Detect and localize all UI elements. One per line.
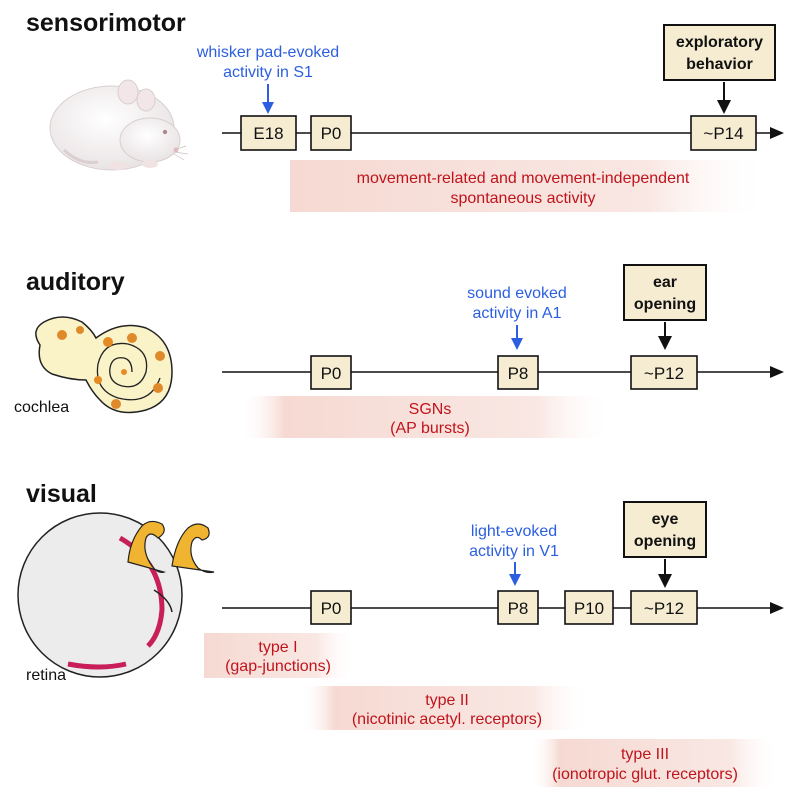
sgns-label-line2: (AP bursts)	[390, 420, 470, 437]
exploratory-behavior-line2: behavior	[686, 56, 753, 73]
ear-opening-arrow	[658, 322, 672, 350]
cochlea-label: cochlea	[14, 399, 69, 416]
eye-opening-arrow	[658, 559, 672, 588]
eye-opening-box: eye opening	[623, 501, 707, 558]
type-iii-band	[530, 739, 780, 787]
mouse-illustration	[49, 79, 189, 171]
timepoint-e18: E18	[240, 115, 297, 151]
timepoint-p0: P0	[310, 115, 352, 151]
sound-evoked-label-line2: activity in A1	[473, 305, 562, 322]
visual-title: visual	[26, 480, 97, 508]
svg-text:P8: P8	[508, 599, 529, 618]
svg-text:E18: E18	[253, 124, 283, 143]
light-evoked-label-line1: light-evoked	[471, 523, 557, 540]
sgns-label-line1: SGNs	[409, 401, 452, 418]
type-ii-band	[300, 686, 590, 730]
type-ii-label-line2: (nicotinic acetyl. receptors)	[352, 711, 542, 728]
svg-text:P8: P8	[508, 364, 529, 383]
auditory-axis-arrowhead	[770, 366, 784, 378]
exploratory-behavior-line1: exploratory	[676, 34, 763, 51]
svg-text:P0: P0	[321, 599, 342, 618]
retina-label: retina	[26, 667, 66, 684]
exploratory-behavior-box: exploratory behavior	[663, 24, 776, 81]
visual-axis-arrowhead	[770, 602, 784, 614]
timepoint-p0: P0	[310, 590, 352, 625]
svg-text:P10: P10	[574, 599, 604, 618]
auditory-spontaneous-band	[240, 396, 612, 438]
timepoint-p12: ~P12	[630, 590, 698, 625]
sound-evoked-arrow	[511, 325, 523, 350]
whisker-evoked-label-line1: whisker pad-evoked	[196, 44, 339, 61]
sound-evoked-label-line1: sound evoked	[467, 285, 567, 302]
sensorimotor-spontaneous-band	[290, 160, 770, 212]
light-evoked-label-line2: activity in V1	[469, 543, 559, 560]
eye-opening-line2: opening	[634, 533, 696, 550]
type-iii-label-line1: type III	[621, 746, 669, 763]
timepoint-p0: P0	[310, 355, 352, 390]
eye-illustration	[17, 512, 215, 678]
timepoint-p8: P8	[497, 590, 539, 625]
exploratory-behavior-arrow	[717, 82, 731, 114]
whisker-evoked-arrow	[262, 84, 274, 114]
whisker-evoked-label-line2: activity in S1	[223, 64, 313, 81]
svg-text:~P12: ~P12	[644, 364, 684, 383]
type-i-label-line1: type I	[258, 639, 297, 656]
sensorimotor-spontaneous-line2: spontaneous activity	[451, 190, 596, 207]
cochlea-illustration	[35, 316, 173, 414]
timepoint-p10: P10	[564, 590, 614, 625]
ear-opening-line1: ear	[653, 274, 677, 291]
type-ii-label-line1: type II	[425, 692, 469, 709]
timepoint-p8: P8	[497, 355, 539, 390]
type-i-label-line2: (gap-junctions)	[225, 658, 331, 675]
type-iii-label-line2: (ionotropic glut. receptors)	[552, 766, 738, 783]
svg-text:P0: P0	[321, 124, 342, 143]
ear-opening-box: ear opening	[623, 264, 707, 321]
timepoint-p14: ~P14	[690, 115, 757, 151]
sensorimotor-title: sensorimotor	[26, 9, 186, 37]
svg-text:~P12: ~P12	[644, 599, 684, 618]
light-evoked-arrow	[509, 562, 521, 586]
sensorimotor-spontaneous-line1: movement-related and movement-independen…	[357, 170, 690, 187]
svg-text:~P14: ~P14	[703, 124, 743, 143]
eye-opening-line1: eye	[652, 511, 679, 528]
sensorimotor-axis-arrowhead	[770, 127, 784, 139]
type-i-band	[204, 633, 354, 678]
timepoint-p12: ~P12	[630, 355, 698, 390]
ear-opening-line2: opening	[634, 296, 696, 313]
auditory-title: auditory	[26, 268, 125, 296]
svg-text:P0: P0	[321, 364, 342, 383]
